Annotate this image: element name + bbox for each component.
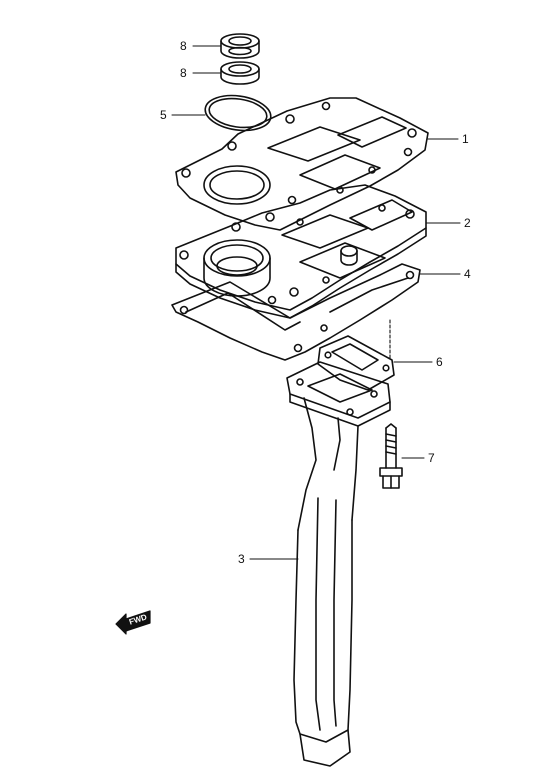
gasket-part-1 bbox=[175, 97, 429, 231]
leader-lines bbox=[171, 45, 461, 560]
seal-part-8-lower bbox=[220, 61, 260, 85]
callout-3: 3 bbox=[238, 552, 245, 566]
callout-8-lower: 8 bbox=[180, 66, 187, 80]
callout-4: 4 bbox=[464, 267, 471, 281]
callout-6: 6 bbox=[436, 355, 443, 369]
seal-part-8-upper bbox=[220, 33, 260, 59]
callout-1: 1 bbox=[462, 132, 469, 146]
driveshaft-housing-part-3 bbox=[286, 361, 391, 767]
bolt-part-7 bbox=[379, 423, 403, 489]
adapter-plate-part-2 bbox=[175, 184, 427, 319]
callout-8-upper: 8 bbox=[180, 39, 187, 53]
fwd-arrow-icon bbox=[115, 610, 151, 635]
o-ring-part-5 bbox=[204, 94, 272, 132]
gasket-part-4 bbox=[171, 263, 421, 361]
callout-5: 5 bbox=[160, 108, 167, 122]
callout-2: 2 bbox=[464, 216, 471, 230]
callout-7: 7 bbox=[428, 451, 435, 465]
